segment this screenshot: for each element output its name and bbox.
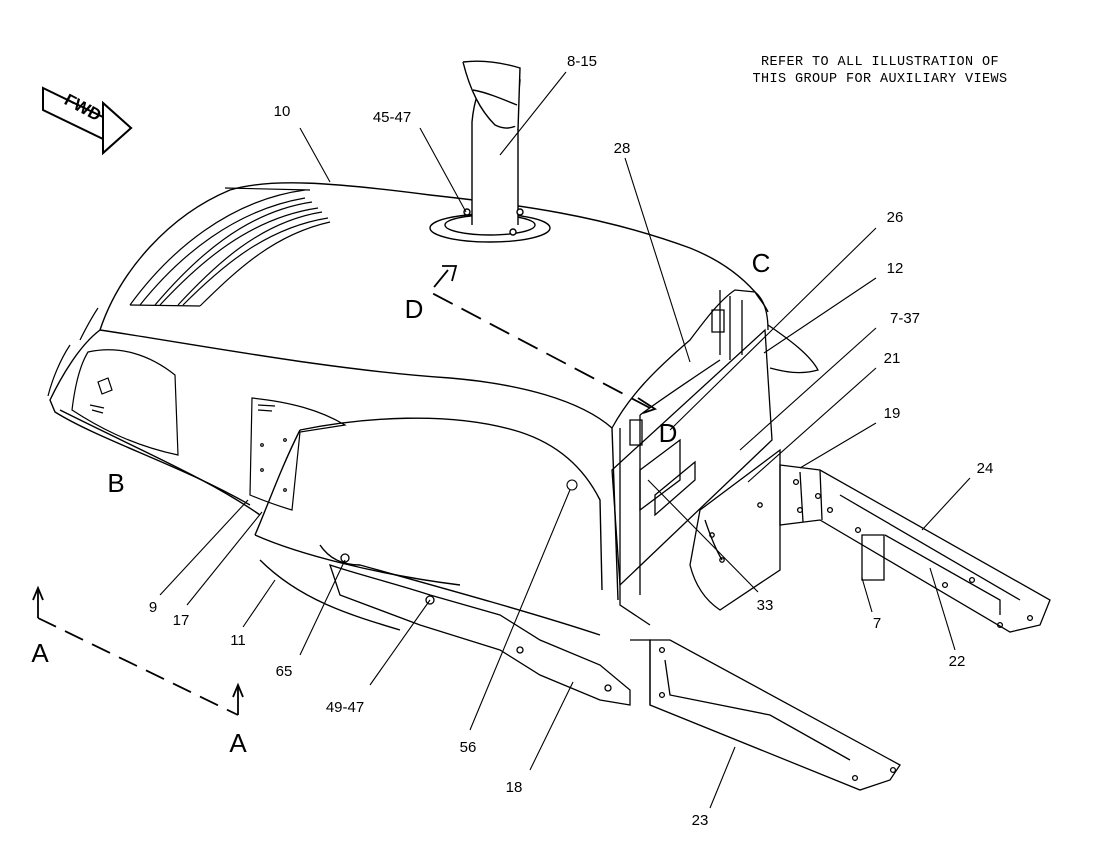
callout-22: 22	[949, 653, 966, 670]
section-a-line	[33, 588, 243, 715]
view-label-b: B	[107, 468, 124, 498]
view-label-a-right: A	[229, 728, 247, 758]
callout-18: 18	[506, 779, 523, 796]
leader-lines	[160, 72, 970, 808]
view-label-d-upper: D	[405, 294, 424, 324]
note-line-1: REFER TO ALL ILLUSTRATION OF	[761, 55, 999, 70]
callout-45-47: 45-47	[373, 109, 411, 126]
callout-9: 9	[149, 599, 157, 616]
rear-cover-plate	[612, 330, 772, 585]
callout-12: 12	[887, 260, 904, 277]
hood-grille	[130, 188, 330, 306]
callout-17: 17	[173, 612, 190, 629]
view-label-a-left: A	[31, 638, 49, 668]
callout-19: 19	[884, 405, 901, 422]
side-access-panel	[250, 398, 345, 510]
callout-33: 33	[757, 597, 774, 614]
callout-labels: 8-15 10 45-47 28 26 12 7-37 21 19 24 33 …	[149, 53, 994, 829]
callout-10: 10	[274, 103, 291, 120]
fwd-arrow-icon: FWD	[43, 88, 131, 153]
callout-8-15: 8-15	[567, 53, 597, 70]
callout-7-37: 7-37	[890, 310, 920, 327]
callout-23: 23	[692, 812, 709, 829]
frame-rail-23	[650, 640, 900, 790]
frame-rail-24	[780, 465, 1050, 632]
lower-side-plate	[690, 450, 780, 610]
rear-support-frame	[612, 290, 818, 625]
note-line-2: THIS GROUP FOR AUXILIARY VIEWS	[752, 72, 1007, 87]
callout-24: 24	[977, 460, 994, 477]
view-label-d-lower: D	[659, 418, 678, 448]
callout-28: 28	[614, 140, 631, 157]
callout-26: 26	[887, 209, 904, 226]
section-d-line	[430, 266, 655, 413]
callout-49-47: 49-47	[326, 699, 364, 716]
callout-21: 21	[884, 350, 901, 367]
exhaust-stack	[430, 61, 550, 242]
callout-11: 11	[230, 632, 246, 649]
callout-56: 56	[460, 739, 477, 756]
hood-body	[50, 183, 768, 635]
view-label-c: C	[752, 248, 771, 278]
front-side-panel	[48, 308, 178, 455]
callout-65: 65	[276, 663, 293, 680]
callout-7: 7	[873, 615, 881, 632]
